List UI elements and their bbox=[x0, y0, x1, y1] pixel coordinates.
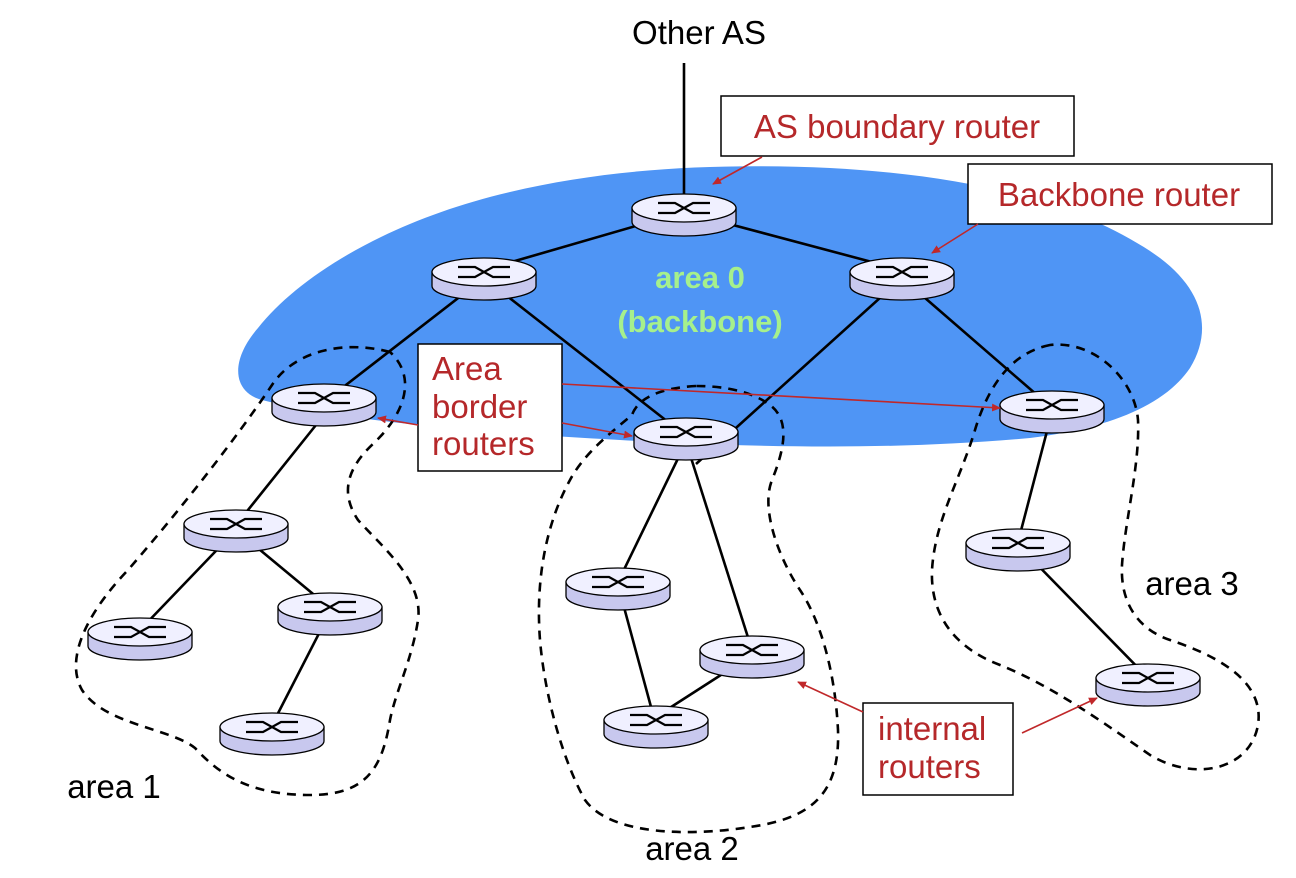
area3-label: area 3 bbox=[1145, 565, 1239, 602]
router-icon bbox=[631, 193, 737, 237]
backbone-router-callout bbox=[967, 163, 1273, 225]
router-icon bbox=[431, 257, 537, 301]
router-icon bbox=[565, 567, 671, 611]
internal-routers-label-line2: routers bbox=[878, 748, 981, 785]
as-boundary-router-pointer bbox=[712, 156, 763, 185]
router-icon bbox=[849, 257, 955, 301]
area0-label: area 0 bbox=[655, 260, 745, 295]
area-border-routers-callout bbox=[417, 343, 563, 472]
area2-label: area 2 bbox=[645, 830, 739, 867]
area-border-pointer-3 bbox=[561, 383, 1001, 412]
other-as-label: Other AS bbox=[632, 14, 766, 51]
internal-routers-pointer-2 bbox=[1021, 697, 1098, 734]
router-area1-internal-3 bbox=[277, 592, 383, 636]
router-backbone-left bbox=[431, 257, 537, 301]
router-icon bbox=[965, 528, 1071, 572]
internal-routers-pointer-1 bbox=[797, 681, 864, 713]
router-icon bbox=[1095, 663, 1201, 707]
router-area-border-3 bbox=[999, 390, 1105, 434]
area-border-pointer-2 bbox=[561, 422, 633, 439]
backbone-router-pointer bbox=[931, 223, 979, 254]
router-area2-internal-1 bbox=[565, 567, 671, 611]
link-left-abr2 bbox=[483, 276, 687, 438]
router-icon bbox=[277, 592, 383, 636]
area-border-label-line1: Area bbox=[432, 350, 502, 387]
area3-boundary bbox=[930, 343, 1260, 771]
router-icon bbox=[999, 390, 1105, 434]
area2-boundary bbox=[537, 384, 840, 834]
link-a3-1 bbox=[1016, 411, 1054, 543]
router-area2-internal-2 bbox=[699, 635, 805, 679]
router-icon bbox=[271, 383, 377, 427]
as-boundary-router-label: AS boundary router bbox=[754, 108, 1040, 145]
area0-sublabel: (backbone) bbox=[617, 304, 782, 339]
router-icon bbox=[699, 635, 805, 679]
router-icon bbox=[87, 617, 193, 661]
router-area-border-1 bbox=[271, 383, 377, 427]
router-area3-internal-1 bbox=[965, 528, 1071, 572]
router-area1-internal-2 bbox=[87, 617, 193, 661]
router-icon bbox=[633, 417, 739, 461]
router-icon bbox=[219, 712, 325, 756]
router-area1-internal-4 bbox=[219, 712, 325, 756]
router-as-boundary bbox=[631, 193, 737, 237]
router-icon bbox=[603, 705, 709, 749]
area1-boundary bbox=[74, 345, 420, 797]
router-area-border-2 bbox=[633, 417, 739, 461]
link-right-abr3 bbox=[901, 277, 1053, 409]
as-boundary-router-callout bbox=[720, 95, 1075, 157]
area-border-label-line3: routers bbox=[432, 425, 535, 462]
router-backbone-right bbox=[849, 257, 955, 301]
router-area1-internal-1 bbox=[183, 509, 289, 553]
link-a2-2 bbox=[684, 441, 754, 651]
link-a2-1 bbox=[616, 441, 688, 583]
area1-label: area 1 bbox=[67, 768, 161, 805]
area-border-pointer-1 bbox=[377, 415, 419, 426]
backbone-router-label: Backbone router bbox=[998, 176, 1240, 213]
router-area2-internal-3 bbox=[603, 705, 709, 749]
router-icon bbox=[183, 509, 289, 553]
link-a1-1 bbox=[234, 414, 326, 526]
router-area3-internal-2 bbox=[1095, 663, 1201, 707]
internal-routers-label-line1: internal bbox=[878, 710, 986, 747]
area-border-label-line2: border bbox=[432, 388, 527, 425]
internal-routers-callout bbox=[862, 702, 1014, 796]
